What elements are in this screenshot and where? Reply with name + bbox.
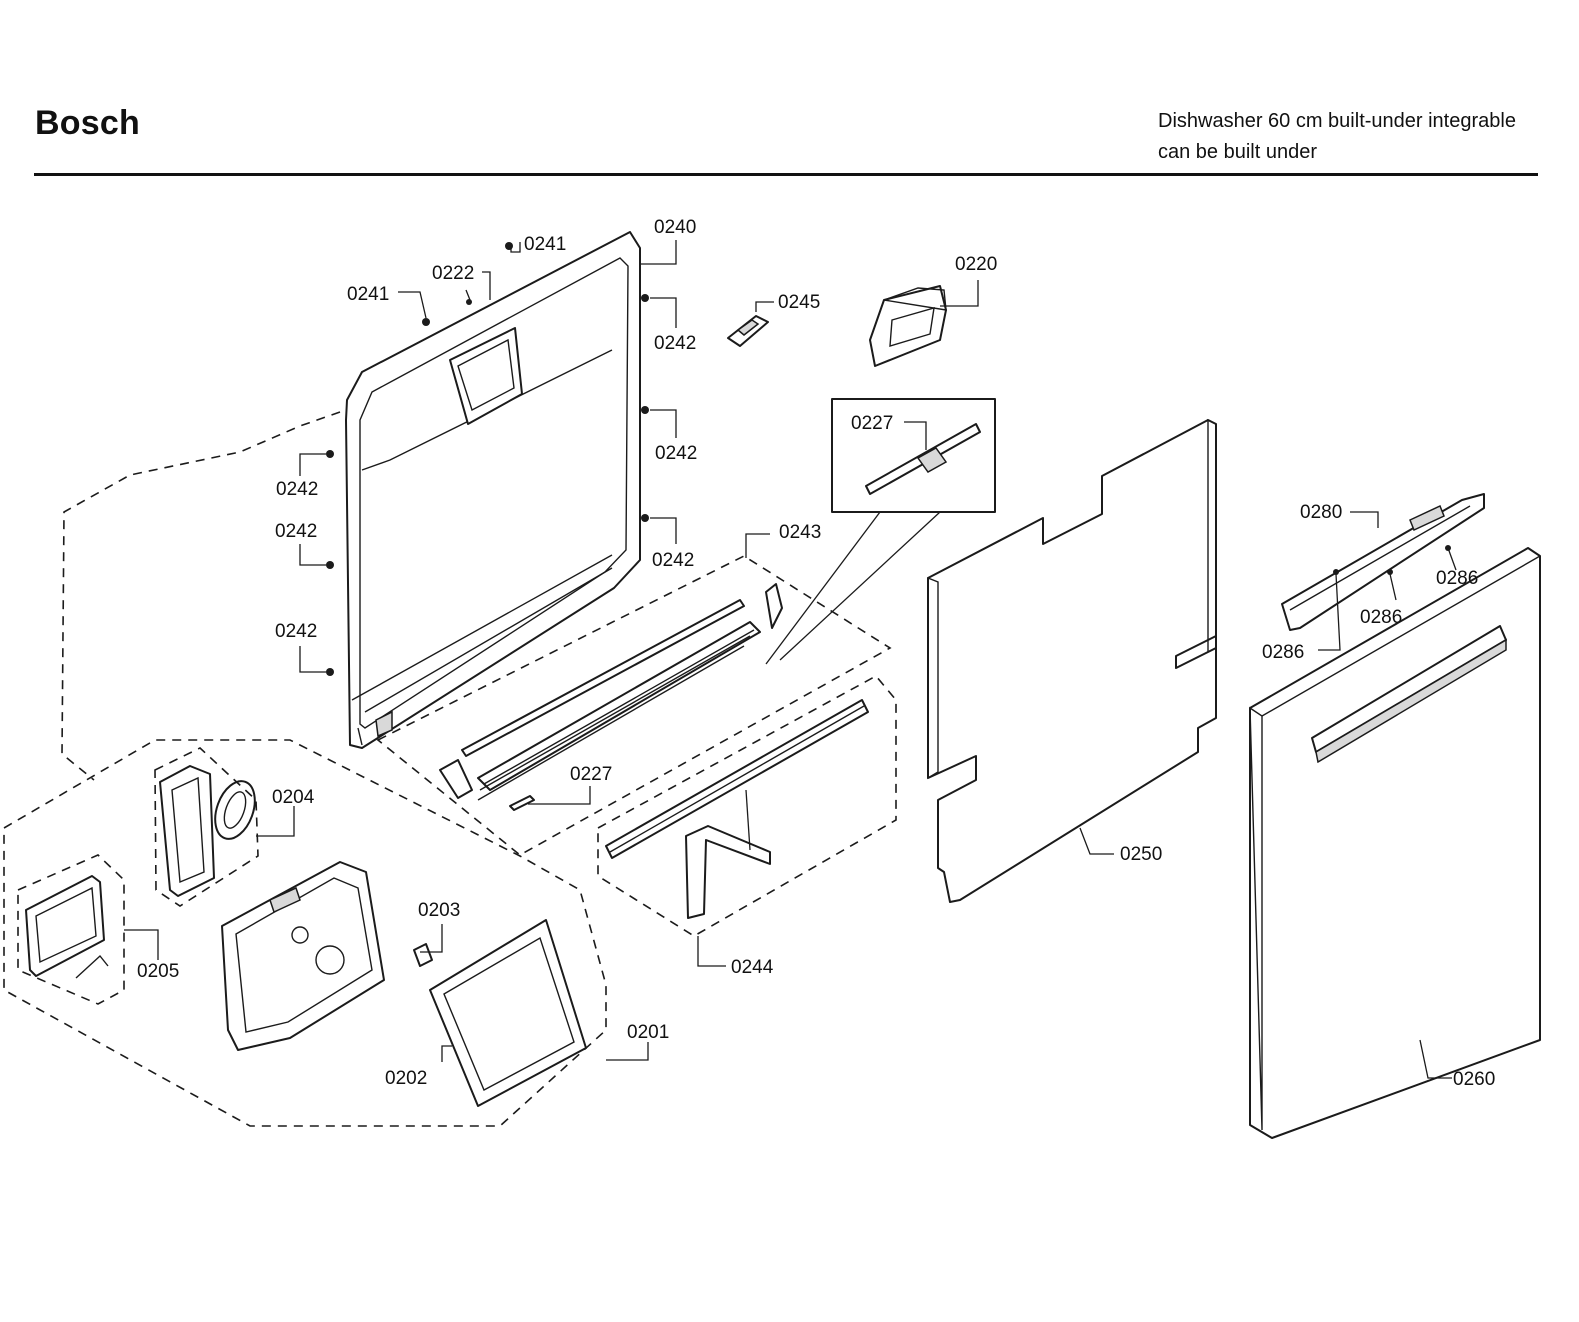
callout-0286-left: 0286	[1262, 642, 1304, 663]
callout-0286-right: 0286	[1436, 568, 1478, 589]
callout-labels: 0240 0241 0241 0222 0242 0242 0242 0242 …	[137, 217, 1495, 1090]
header-rule	[34, 173, 1538, 176]
screw-0242-l3	[326, 668, 334, 676]
part-0201-dispenser	[221, 861, 385, 1051]
part-0280-handle	[1281, 493, 1485, 631]
screw-0242-r3	[641, 514, 649, 522]
callout-0227-rail: 0227	[570, 764, 612, 785]
callout-0260: 0260	[1453, 1069, 1495, 1090]
outline-0244-group	[597, 674, 897, 937]
group-outlines	[3, 411, 897, 1127]
detail-box-0227	[765, 398, 996, 665]
outline-0204-group	[154, 747, 259, 907]
screw-0242-r1	[641, 294, 649, 302]
callout-0222: 0222	[432, 263, 474, 284]
pin-0222	[466, 299, 472, 305]
callout-0245: 0245	[778, 292, 820, 313]
callout-0243: 0243	[779, 522, 821, 543]
leader-lines	[124, 240, 1457, 1079]
callout-0205: 0205	[137, 961, 179, 982]
callout-0242-r3: 0242	[652, 550, 694, 571]
callout-0286-middle: 0286	[1360, 607, 1402, 628]
callout-0202: 0202	[385, 1068, 427, 1089]
screw-0242-l1	[326, 450, 334, 458]
part-0250-insulation	[927, 418, 1217, 903]
callout-0241-left: 0241	[347, 284, 389, 305]
callout-0250: 0250	[1120, 844, 1162, 865]
outline-frame-group	[61, 411, 341, 781]
outline-0201-group	[3, 739, 607, 1127]
callout-0242-r2: 0242	[655, 443, 697, 464]
outline-0243-group	[376, 555, 892, 856]
callout-0227-detail: 0227	[851, 413, 893, 434]
screw-0242-l2	[326, 561, 334, 569]
part-0243-rails	[439, 583, 783, 811]
callout-0201: 0201	[627, 1022, 669, 1043]
part-0202-seal	[429, 919, 587, 1107]
screw-0241-top	[505, 242, 513, 250]
callout-0244: 0244	[731, 957, 774, 978]
brand-name: Bosch	[35, 104, 140, 142]
callout-0220: 0220	[955, 254, 997, 275]
part-0203-knob	[413, 943, 433, 967]
part-0204-cover	[159, 765, 256, 897]
screw-0242-r2	[641, 406, 649, 414]
callout-0241-top: 0241	[524, 234, 566, 255]
part-0205-panel	[25, 875, 109, 979]
callout-0280: 0280	[1300, 502, 1342, 523]
callout-0242-l1: 0242	[276, 479, 318, 500]
part-0245-latch	[727, 315, 769, 347]
screw-0241-left	[422, 318, 430, 326]
callout-0204: 0204	[272, 787, 315, 808]
part-0260-front-panel	[1249, 547, 1541, 1139]
part-0220-bracket	[869, 285, 947, 367]
model-description-line-2: can be built under	[1158, 141, 1318, 163]
model-description-line-1: Dishwasher 60 cm built-under integrable	[1158, 110, 1516, 132]
callout-0203: 0203	[418, 900, 460, 921]
frame-screws	[326, 242, 649, 676]
part-0244-rail-bracket	[605, 699, 869, 919]
model-description: Dishwasher 60 cm built-under integrable …	[1158, 106, 1516, 168]
callout-0242-l3: 0242	[275, 621, 317, 642]
callout-0242-r1: 0242	[654, 333, 696, 354]
callout-0240: 0240	[654, 217, 696, 238]
outline-0205-group	[17, 854, 125, 1005]
inner-door-frame	[345, 231, 641, 749]
callout-0242-l2: 0242	[275, 521, 317, 542]
